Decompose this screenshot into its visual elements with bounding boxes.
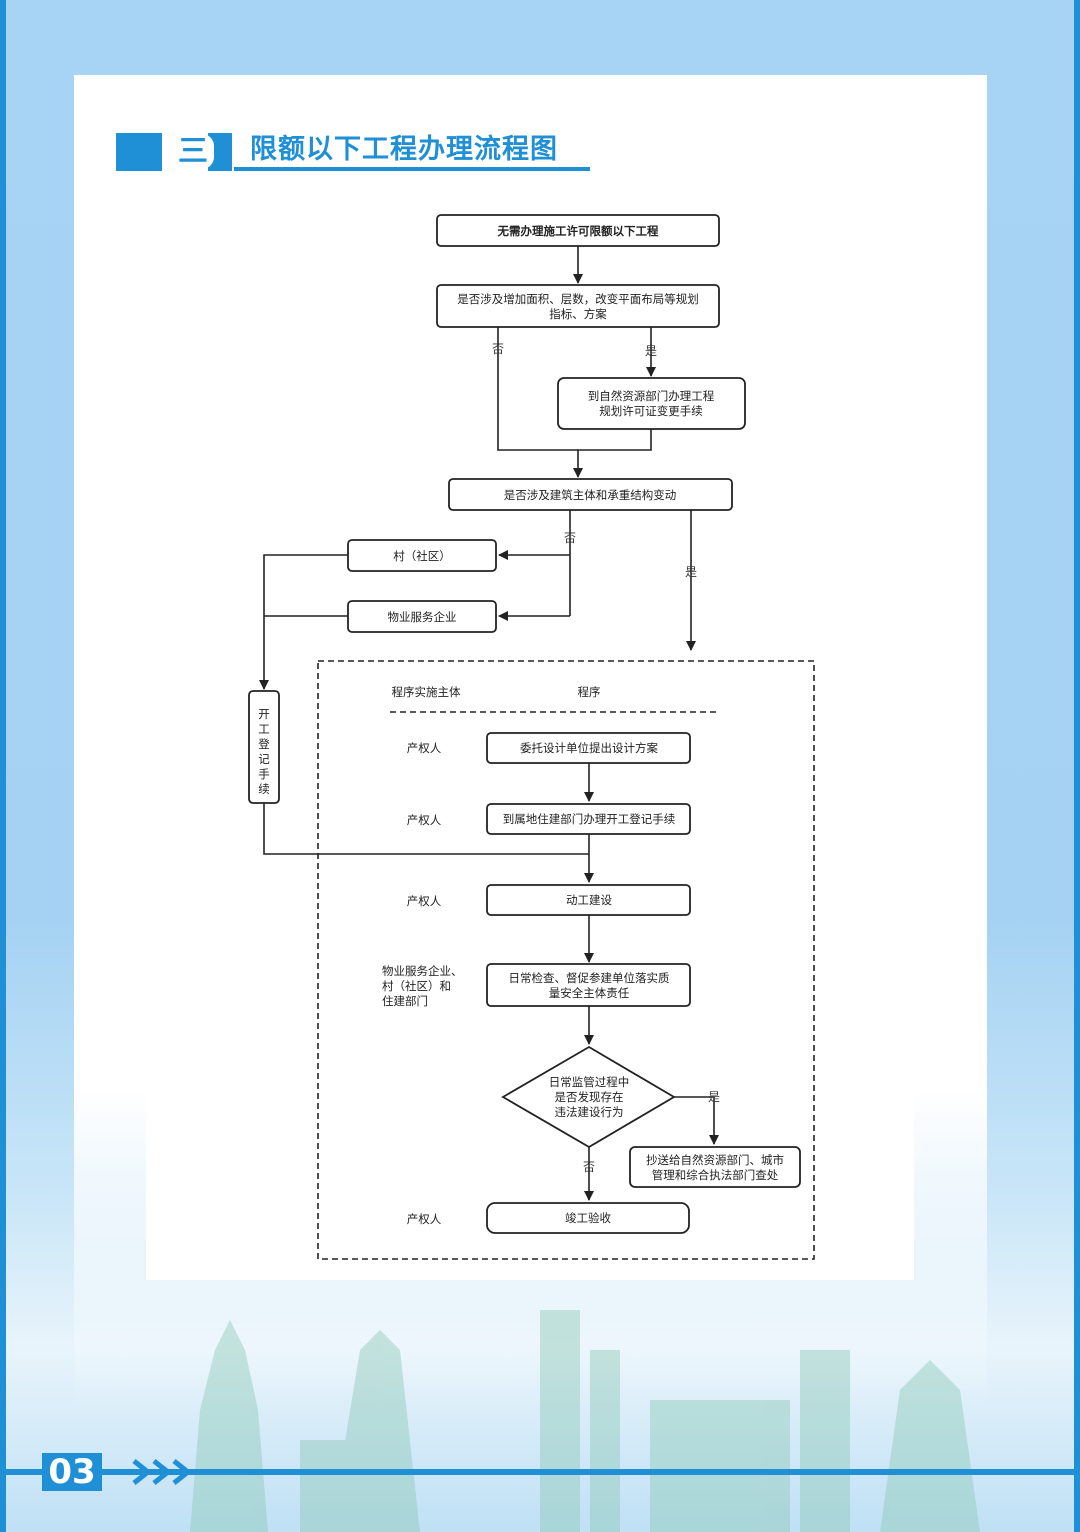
- q1-label-line2: 指标、方案: [549, 307, 607, 321]
- start-registration-node: [248, 690, 280, 804]
- column-subject-header: 程序实施主体: [392, 685, 461, 699]
- construction-start-node: [486, 884, 691, 916]
- illegal-construction-decision: [501, 1045, 676, 1149]
- construction-registration-label: 到属地住建部门办理开工登记手续: [503, 812, 676, 826]
- supervisors-line2: 村（社区）和: [382, 979, 451, 993]
- supervisors-line1: 物业服务企业、: [382, 964, 463, 978]
- header-accent-block: [116, 133, 154, 171]
- q1-label-line1: 是否涉及增加面积、层数，改变平面布局等规划: [457, 292, 699, 306]
- daily-inspection-node: [486, 963, 691, 1007]
- q1-yes-label: 是: [645, 344, 657, 358]
- diamond-yes-label: 是: [708, 1090, 720, 1104]
- supervisors-line3: 住建部门: [382, 994, 428, 1008]
- owner-label-4: 产权人: [407, 1212, 442, 1226]
- construction-start-label: 动工建设: [566, 893, 612, 907]
- section-number: 三: [172, 134, 214, 169]
- implementation-area: [317, 660, 815, 1260]
- planning-label-line2: 规划许可证变更手续: [599, 404, 703, 418]
- chevrons-icon: [132, 1459, 193, 1485]
- daily-inspection-line1: 日常检查、督促参建单位落实质: [509, 971, 670, 985]
- completion-acceptance-label: 竣工验收: [565, 1211, 611, 1225]
- column-procedure-header: 程序: [578, 685, 601, 699]
- daily-inspection-line2: 量安全主体责任: [549, 986, 630, 1000]
- start-label: 无需办理施工许可限额以下工程: [497, 224, 659, 238]
- planning-permit-node: [557, 377, 746, 430]
- footer-line: [0, 1469, 1080, 1475]
- owner-label-3: 产权人: [407, 894, 442, 908]
- report-enforcement-node: [629, 1146, 801, 1188]
- section-number-badge: 三: [154, 133, 232, 171]
- registration-label: 开工登记手续: [258, 707, 270, 796]
- village-node: [347, 539, 497, 572]
- decision-planning-change: [436, 284, 720, 328]
- design-plan-label: 委托设计单位提出设计方案: [520, 741, 658, 755]
- city-skyline-decoration: [190, 1310, 980, 1532]
- diamond-line1: 日常监管过程中: [549, 1075, 630, 1089]
- property-company-label: 物业服务企业: [388, 610, 457, 624]
- diamond-line3: 违法建设行为: [555, 1105, 624, 1119]
- owner-label-2: 产权人: [407, 813, 442, 827]
- q2-label: 是否涉及建筑主体和承重结构变动: [504, 488, 677, 502]
- village-label: 村（社区）: [393, 549, 451, 563]
- flowchart: 无需办理施工许可限额以下工程 是否涉及增加面积、层数，改变平面布局等规划 指标、…: [248, 214, 815, 1260]
- completion-acceptance-node: [486, 1202, 690, 1234]
- owner-label-1: 产权人: [407, 741, 442, 755]
- page-number: 03: [42, 1453, 102, 1491]
- title-underline: [234, 167, 590, 171]
- report-line1: 抄送给自然资源部门、城市: [646, 1153, 784, 1167]
- right-edge-stripe: [1074, 0, 1080, 1532]
- page-title: 限额以下工程办理流程图: [250, 134, 558, 165]
- construction-registration-node: [486, 803, 691, 835]
- planning-label-line1: 到自然资源部门办理工程: [588, 389, 715, 403]
- diamond-line2: 是否发现存在: [555, 1090, 624, 1104]
- q2-yes-label: 是: [685, 565, 697, 579]
- decision-structure-change: [448, 478, 733, 511]
- left-edge-stripe: [0, 0, 6, 1532]
- diamond-no-label: 否: [583, 1160, 595, 1174]
- q2-no-label: 否: [564, 531, 576, 545]
- property-company-node: [347, 600, 497, 633]
- section-header: 三 限额以下工程办理流程图: [116, 133, 590, 171]
- report-line2: 管理和综合执法部门查处: [652, 1168, 779, 1182]
- start-node: [436, 214, 720, 247]
- q1-no-label: 否: [492, 342, 504, 356]
- design-plan-node: [486, 732, 691, 764]
